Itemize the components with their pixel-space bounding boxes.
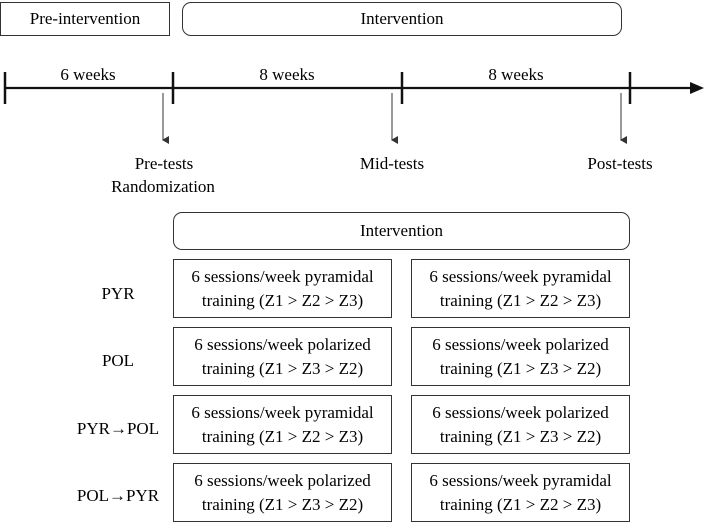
cell-line: training (Z1 > Z2 > Z3) [201, 290, 364, 310]
cell-line: 6 sessions/week polarized [432, 402, 609, 422]
cell-line: 6 sessions/week polarized [194, 334, 371, 354]
mid-tests-label: Mid-tests [359, 154, 425, 173]
group-label-pol: POL [101, 351, 135, 370]
pre-intervention-label: Pre-intervention [29, 9, 141, 28]
pre-intervention-box: Pre-intervention [0, 2, 170, 36]
test-arrows [162, 93, 627, 144]
training-cell: 6 sessions/week pyramidal training (Z1 >… [173, 259, 392, 318]
pre-tests-label: Pre-tests [134, 154, 194, 173]
post-tests-label: Post-tests [587, 154, 653, 173]
intervention-header-box: Intervention [173, 212, 630, 250]
cell-line: training (Z1 > Z2 > Z3) [439, 494, 602, 514]
duration-label: 6 weeks [60, 65, 116, 84]
cell-line: 6 sessions/week pyramidal [429, 470, 612, 490]
timeline-ticks [3, 72, 632, 104]
training-cell: 6 sessions/week polarized training (Z1 >… [173, 327, 392, 386]
training-cell: 6 sessions/week pyramidal training (Z1 >… [411, 259, 630, 318]
timeline-axis [4, 82, 704, 94]
training-cell: 6 sessions/week polarized training (Z1 >… [411, 327, 630, 386]
training-cell: 6 sessions/week pyramidal training (Z1 >… [411, 463, 630, 522]
cell-line: training (Z1 > Z3 > Z2) [201, 358, 364, 378]
group-label-pyr-pol: PYR→POL [76, 419, 160, 438]
cell-line: 6 sessions/week polarized [194, 470, 371, 490]
duration-label: 8 weeks [259, 65, 315, 84]
cell-line: 6 sessions/week pyramidal [191, 402, 374, 422]
group-label-pol-pyr: POL→PYR [76, 486, 160, 505]
randomization-label: Randomization [111, 177, 215, 196]
timeline-arrowhead [690, 82, 704, 94]
cell-line: 6 sessions/week pyramidal [429, 266, 612, 286]
cell-line: training (Z1 > Z3 > Z2) [439, 426, 602, 446]
duration-label: 8 weeks [488, 65, 544, 84]
intervention-phase-label: Intervention [360, 9, 444, 28]
group-label-pyr: PYR [101, 284, 135, 303]
training-cell: 6 sessions/week polarized training (Z1 >… [411, 395, 630, 454]
cell-line: training (Z1 > Z3 > Z2) [439, 358, 602, 378]
intervention-header-label: Intervention [359, 221, 444, 240]
cell-line: 6 sessions/week pyramidal [191, 266, 374, 286]
cell-line: training (Z1 > Z2 > Z3) [201, 426, 364, 446]
cell-line: training (Z1 > Z2 > Z3) [439, 290, 602, 310]
training-cell: 6 sessions/week pyramidal training (Z1 >… [173, 395, 392, 454]
cell-line: 6 sessions/week polarized [432, 334, 609, 354]
training-cell: 6 sessions/week polarized training (Z1 >… [173, 463, 392, 522]
intervention-phase-box: Intervention [182, 2, 622, 36]
cell-line: training (Z1 > Z3 > Z2) [201, 494, 364, 514]
